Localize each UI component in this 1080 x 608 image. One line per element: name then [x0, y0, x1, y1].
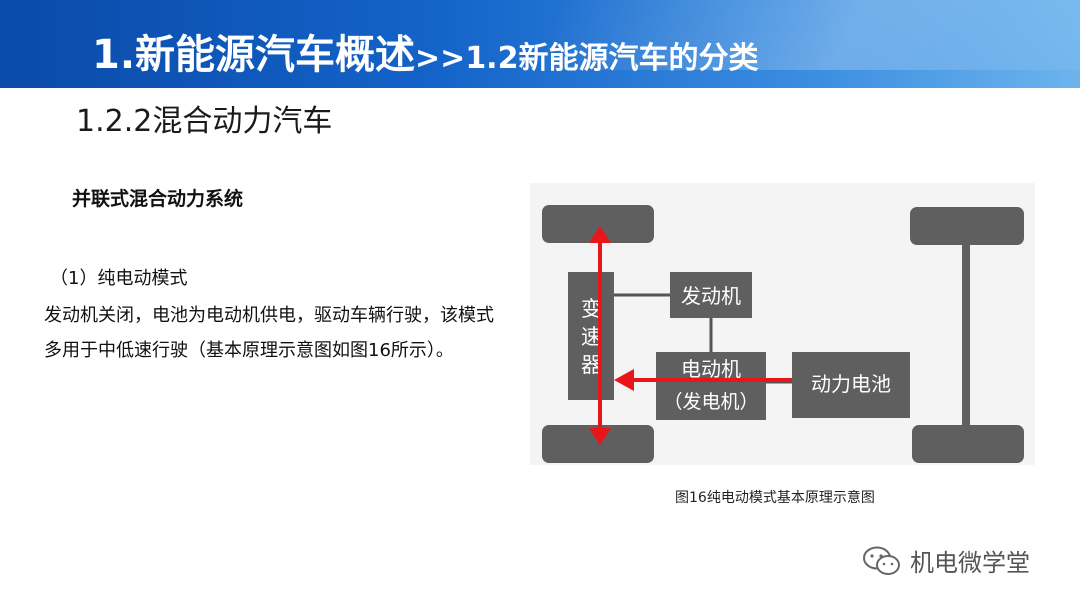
rear-right-wheel: [912, 425, 1024, 463]
title-main: 1.新能源汽车概述: [92, 32, 416, 78]
transmission-char-1: 变: [581, 297, 602, 321]
watermark-text: 机电微学堂: [910, 549, 1030, 577]
transmission-box: [568, 272, 614, 400]
rear-left-wheel: [542, 425, 654, 463]
transmission-char-2: 速: [581, 325, 602, 349]
arrow-down-icon: [589, 428, 611, 445]
motor-label-line1: 电动机: [681, 357, 741, 381]
motor-box: [656, 352, 766, 420]
title-sub: 1.2新能源汽车的分类: [465, 41, 759, 76]
figure-caption: 图16纯电动模式基本原理示意图: [675, 490, 875, 506]
motor-label-line2: （发电机）: [663, 391, 758, 413]
mode-title: （1）纯电动模式: [50, 268, 188, 289]
battery-label: 动力电池: [811, 372, 891, 396]
slide-title: 1.新能源汽车概述>>1.2新能源汽车的分类: [92, 22, 758, 80]
front-left-wheel: [542, 205, 654, 243]
mode-description: 发动机关闭，电池为电动机供电，驱动车辆行驶，该模式多用于中低速行驶（基本原理示意…: [44, 305, 494, 361]
arrow-up-icon: [589, 226, 611, 243]
watermark: 机电微学堂: [862, 543, 1030, 578]
engine-box: [670, 272, 752, 318]
header-band: [0, 0, 1080, 88]
section-title: 1.2.2混合动力汽车: [76, 104, 333, 139]
arrow-left-icon: [614, 369, 634, 391]
subheading: 并联式混合动力系统: [72, 188, 244, 210]
right-axle: [962, 243, 970, 427]
wechat-icon: [863, 546, 900, 575]
title-separator: >>: [415, 41, 466, 76]
engine-label: 发动机: [681, 284, 741, 308]
battery-box: [792, 352, 910, 418]
front-right-wheel: [910, 207, 1024, 245]
transmission-char-3: 器: [581, 353, 602, 377]
